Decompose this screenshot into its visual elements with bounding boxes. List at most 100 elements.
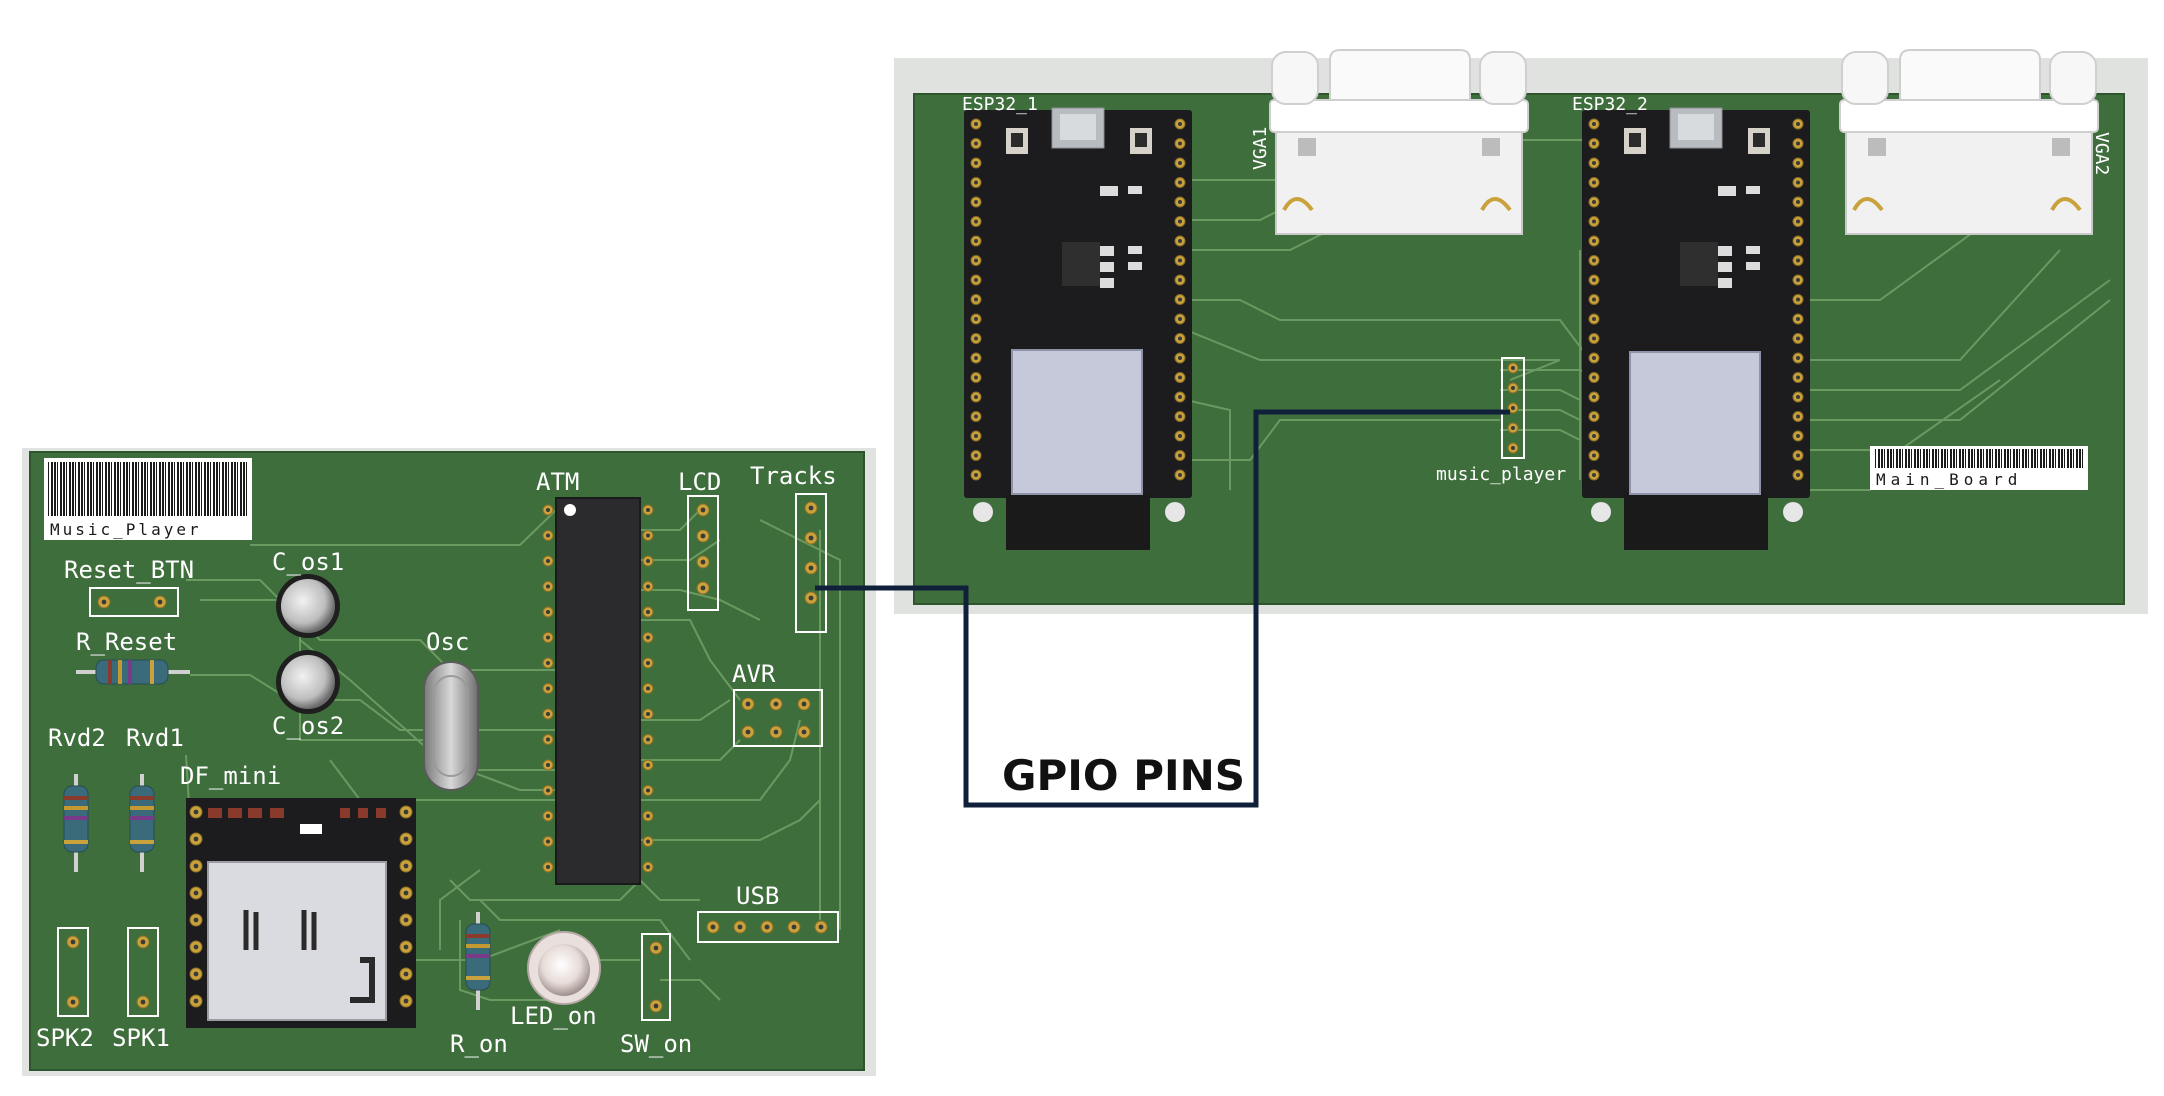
atm-pin-hole xyxy=(546,610,550,614)
spk-pin-hole xyxy=(140,939,146,945)
vga2-label: VGA2 xyxy=(2091,132,2112,175)
esp32-pin-hole xyxy=(1592,395,1596,399)
esp32-pin-hole xyxy=(1178,297,1182,302)
oscillator xyxy=(423,661,479,791)
atm-pin-hole xyxy=(646,737,650,742)
esp32-pin-hole xyxy=(1178,375,1182,380)
music-player-header-pins xyxy=(1507,362,1519,454)
esp32-pin-hole xyxy=(1592,180,1596,185)
esp32-pin-hole xyxy=(974,395,978,399)
esp32-pin-hole xyxy=(1796,336,1800,341)
atm-pin-hole xyxy=(646,635,650,640)
df-mini-pin-hole xyxy=(403,971,409,977)
reset-pin-hole xyxy=(157,599,163,605)
lcd-pin-hole xyxy=(700,533,706,539)
lcd-label: LCD xyxy=(678,468,721,496)
main-board-barcode-text: Main_Board xyxy=(1876,470,2022,489)
lcd-pin-hole xyxy=(700,559,706,565)
esp32-pin-hole xyxy=(1178,278,1182,282)
atm-pin-hole xyxy=(646,559,650,563)
esp32-pin-hole xyxy=(1796,395,1800,399)
atm-pin-hole xyxy=(646,533,650,538)
esp32-pin-hole xyxy=(1178,122,1182,126)
tracks-pin-hole xyxy=(808,535,814,541)
atm-pin-hole xyxy=(646,686,650,691)
sw-pin-hole xyxy=(653,945,659,951)
esp32-pin-hole xyxy=(974,375,978,380)
esp32-pin-hole xyxy=(1178,434,1182,438)
esp32-pin-hole xyxy=(1796,375,1800,380)
esp32-pin-hole xyxy=(1178,395,1182,399)
spk-pin-hole xyxy=(140,999,146,1005)
music-player-traces xyxy=(185,509,841,1001)
spk2-header xyxy=(57,927,89,1017)
music-player-header-outline xyxy=(1501,357,1525,459)
esp32-pin-hole xyxy=(1178,258,1182,263)
atm-pin-hole xyxy=(646,763,650,767)
atm-chip xyxy=(555,497,641,885)
esp32-2-pins xyxy=(1588,118,1804,481)
lcd-header xyxy=(687,495,719,611)
esp32-pin-hole xyxy=(1592,375,1596,380)
reset-pin-hole xyxy=(101,599,107,605)
music-player-barcode xyxy=(44,458,252,540)
atm-pin-hole xyxy=(546,788,550,793)
main-board: ESP32_1 ESP32_2 VGA1 VGA2 music_player M… xyxy=(894,49,2148,614)
reset-button xyxy=(89,587,179,617)
header-pin-hole xyxy=(1511,426,1515,430)
esp32-pin-hole xyxy=(1592,278,1596,282)
df-mini-pin-hole xyxy=(193,944,199,950)
r-reset-resistor xyxy=(76,659,190,685)
esp32-pin-hole xyxy=(1796,219,1800,224)
music-player-header-label: music_player xyxy=(1436,464,1566,485)
esp32-pin-hole xyxy=(1178,336,1182,341)
esp32-pin-hole xyxy=(1178,161,1182,165)
atm-pin-hole xyxy=(646,584,650,589)
vga1-label: VGA1 xyxy=(1250,127,1271,170)
usb-pin-hole xyxy=(818,924,824,930)
avr-pin-hole xyxy=(745,701,751,707)
avr-label: AVR xyxy=(732,660,776,688)
df-mini-pin-hole xyxy=(403,917,409,923)
reset-btn-label: Reset_BTN xyxy=(64,556,194,584)
esp32-2-module xyxy=(1582,107,1810,550)
sw-pin-hole xyxy=(653,1003,659,1009)
avr-pin-hole xyxy=(801,701,807,707)
esp32-pin-hole xyxy=(1796,317,1800,321)
df-mini-pin-hole xyxy=(193,836,199,842)
esp32-pin-hole xyxy=(1796,297,1800,302)
df-mini-pin-hole xyxy=(403,809,409,815)
esp32-pin-hole xyxy=(1592,453,1596,458)
esp32-pin-hole xyxy=(974,336,978,341)
df-mini-pin-hole xyxy=(193,890,199,896)
esp32-pin-hole xyxy=(1592,434,1596,438)
header-pin-hole xyxy=(1511,386,1515,390)
esp32-pin-hole xyxy=(1592,336,1596,341)
usb-pin-hole xyxy=(737,924,743,930)
esp32-pin-hole xyxy=(1796,453,1800,458)
atm-pin-hole xyxy=(546,763,550,767)
esp32-pin-hole xyxy=(1178,180,1182,185)
atm-pin-hole xyxy=(646,839,650,844)
music-player-board: Music_Player ATM LCD Tracks Reset_BTN C_… xyxy=(22,448,876,1076)
music-player-barcode-text: Music_Player xyxy=(50,520,202,539)
esp32-pin-hole xyxy=(1592,141,1596,146)
df-mini-pin-hole xyxy=(403,890,409,896)
r-on-resistor xyxy=(465,912,491,1010)
music-player-header-pins xyxy=(66,501,828,1013)
lcd-pin-hole xyxy=(700,585,706,591)
esp32-pin-hole xyxy=(1592,200,1596,204)
esp32-pin-hole xyxy=(974,434,978,438)
esp32-pin-hole xyxy=(1796,258,1800,263)
atm-pin-hole xyxy=(546,737,550,742)
esp32-1-module xyxy=(964,107,1192,550)
atm-pin-hole xyxy=(546,508,550,512)
led-on-label: LED_on xyxy=(510,1002,597,1030)
df-mini-pin-hole xyxy=(193,917,199,923)
avr-pin-hole xyxy=(745,729,751,735)
esp32-pin-hole xyxy=(974,356,978,360)
rvd1-label: Rvd1 xyxy=(126,724,184,752)
esp32-pin-hole xyxy=(1592,219,1596,224)
usb-pin-hole xyxy=(764,924,770,930)
df-mini-pin-hole xyxy=(403,863,409,869)
